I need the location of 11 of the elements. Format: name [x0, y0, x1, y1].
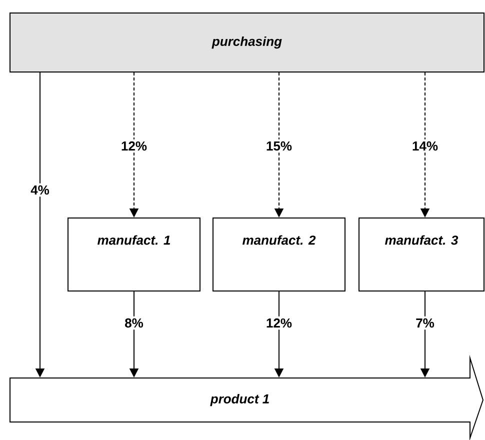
edge-label: 14% [410, 139, 440, 153]
edge-label: 7% [414, 316, 436, 330]
process-box: manufact. 2 [212, 218, 346, 292]
process-box: manufact. 1 [68, 218, 200, 292]
edge-label: 8% [122, 316, 146, 330]
banner-box: purchasing [10, 12, 484, 72]
edge-label: 12% [264, 316, 294, 330]
edge-label: 12% [119, 139, 149, 153]
process-box: manufact. 3 [358, 218, 484, 292]
edge-label: 15% [264, 139, 294, 153]
edge-label: 4% [28, 183, 52, 197]
